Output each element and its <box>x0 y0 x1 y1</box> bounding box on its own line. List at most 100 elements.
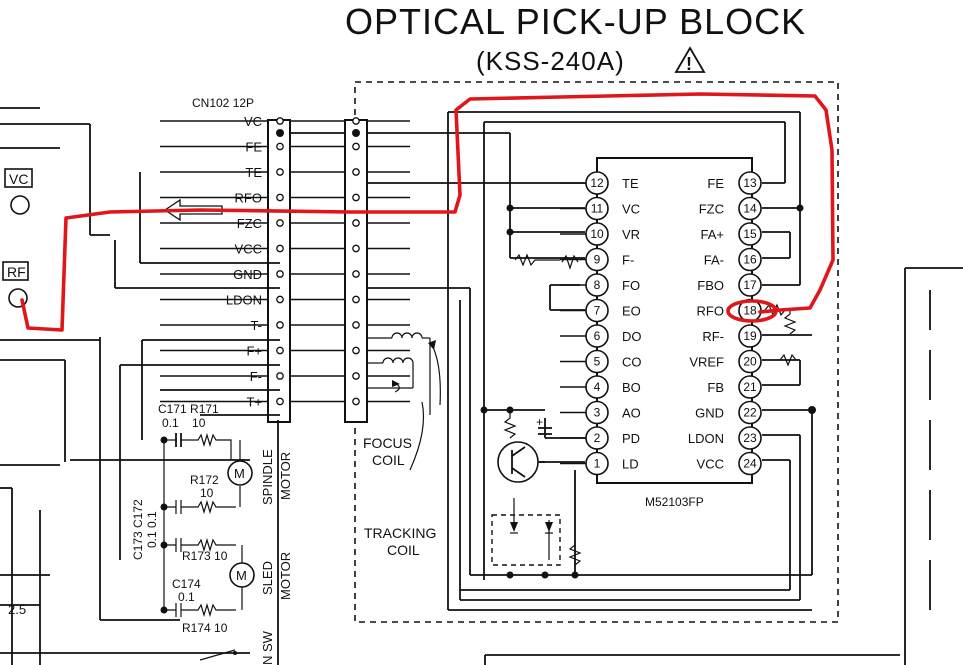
tracking-coil-icon <box>367 357 425 471</box>
c174-value: 0.1 <box>178 590 195 604</box>
ic-pin-circle <box>738 324 762 348</box>
connector-pin-left <box>276 397 284 406</box>
sled-motor-label-2: MOTOR <box>278 552 293 600</box>
ic-body <box>596 157 753 484</box>
connector-pin-left <box>276 193 284 202</box>
spindle-motor-symbol: M <box>234 466 245 481</box>
ic-pin-label: VC <box>622 202 640 217</box>
laser-diode-icon <box>491 498 561 566</box>
connector-pin-right <box>352 346 360 355</box>
c174-r174-parts <box>164 602 236 618</box>
connector-pin-right <box>352 397 360 406</box>
right-partial-block <box>484 267 963 665</box>
tracking-coil-label-1: TRACKING <box>364 525 436 541</box>
ic-pin-number: 19 <box>743 329 757 343</box>
ic-pin-circle <box>738 451 762 476</box>
ic-pin-number: 4 <box>594 380 601 394</box>
warning-icon: ! <box>674 46 706 74</box>
ic-pin-label: PD <box>622 431 640 446</box>
test-point-vc-label: VC <box>9 171 28 187</box>
ic-pin-number: 3 <box>594 406 601 420</box>
ic-pin-number: 10 <box>590 227 604 241</box>
ic-pin-label: VR <box>622 227 640 242</box>
ic-pin-circle <box>738 375 762 399</box>
spindle-motor-label-1: SPINDLE <box>260 449 275 505</box>
red-annotation <box>20 92 835 332</box>
ic-pin-circle <box>738 349 762 374</box>
connector-pin-right <box>352 142 360 151</box>
connector-pin-right <box>352 270 360 278</box>
ic-pin-label: FO <box>622 278 640 293</box>
ic-pin-label: RF- <box>702 329 724 344</box>
model-label: (KSS-240A) <box>476 46 625 76</box>
connector-pin-right <box>352 244 360 253</box>
ic-pin-label: VCC <box>697 457 724 472</box>
connector-pin-left <box>276 219 284 227</box>
ic-pin-circle <box>738 171 762 195</box>
test-point-rf-label: RF <box>7 264 26 280</box>
ic-pin-circle <box>738 426 762 450</box>
ic-pin-number: 7 <box>594 304 601 318</box>
connector-pin-right <box>352 219 360 227</box>
ic-pin-label: F- <box>622 253 634 268</box>
connector-pin-left <box>276 142 284 151</box>
ic-name: M52103FP <box>645 495 704 509</box>
ic-pin-circle <box>738 196 762 221</box>
focus-coil-label-1: FOCUS <box>363 435 412 451</box>
ic-pin-label: GND <box>695 406 724 421</box>
c171-r171-values: 0.1 10 <box>162 416 206 430</box>
test-point-rf: RF <box>2 261 29 308</box>
sled-motor-icon: M <box>229 545 255 610</box>
warning-mark: ! <box>686 54 692 74</box>
r172-label: R172 <box>190 473 219 487</box>
ic-pin-number: 17 <box>743 278 757 292</box>
ic-pin-number: 15 <box>743 227 757 241</box>
spindle-motor-icon: M <box>227 440 253 507</box>
ic-pin-label: FE <box>707 176 724 191</box>
ic-pin-label: AO <box>622 406 641 421</box>
ic-pin-number: 5 <box>594 355 601 369</box>
connector-pin-right <box>352 168 360 176</box>
ic-pin-circle <box>738 247 762 272</box>
ic-pin-label: FZC <box>699 202 724 217</box>
c172-c173-parts <box>163 440 236 610</box>
ic-pin-number: 20 <box>743 355 757 369</box>
ic-pin-number: 11 <box>591 202 604 216</box>
spindle-motor-label-2: MOTOR <box>278 452 293 500</box>
ic-pin-number: 6 <box>594 329 601 343</box>
connector-pin-left <box>276 295 284 304</box>
ic-pin-number: 18 <box>743 304 757 318</box>
ic-pin-label: TE <box>622 176 639 191</box>
ic-pin-number: 24 <box>743 457 757 471</box>
tracking-coil-label-2: COIL <box>387 542 420 558</box>
sled-motor-symbol: M <box>236 568 247 583</box>
ic-pin-number: 2 <box>594 431 601 445</box>
ic-pin-number: 8 <box>594 278 601 292</box>
ic-pin-number: 22 <box>743 406 757 420</box>
junction-dots <box>160 129 816 614</box>
transistor-icon <box>497 441 545 483</box>
sled-motor-label-1: SLED <box>260 561 275 595</box>
voltage-label: 2.5 <box>8 602 26 617</box>
ic-pin-number: 16 <box>743 253 757 267</box>
connector-pin-right <box>352 295 360 304</box>
svg-text:+: + <box>536 415 543 429</box>
focus-coil-icon <box>367 332 441 415</box>
ic-pin-label: RFO <box>697 304 724 319</box>
ic-pin-circle <box>738 222 762 246</box>
r172-value: 10 <box>200 486 214 500</box>
connector-pin-left <box>276 168 284 176</box>
ic-pin-label: FA- <box>704 253 724 268</box>
switch-icon <box>199 649 237 661</box>
ic-pin-label: BO <box>622 380 641 395</box>
ic-pin-label: EO <box>622 304 641 319</box>
ic-pin-label: FBO <box>697 278 724 293</box>
ic-wiring <box>290 111 813 611</box>
ic-pin-label: CO <box>622 355 642 370</box>
connector-name: CN102 12P <box>192 96 254 110</box>
test-point-vc: VC <box>4 168 33 215</box>
connector-pin-left <box>276 270 284 278</box>
